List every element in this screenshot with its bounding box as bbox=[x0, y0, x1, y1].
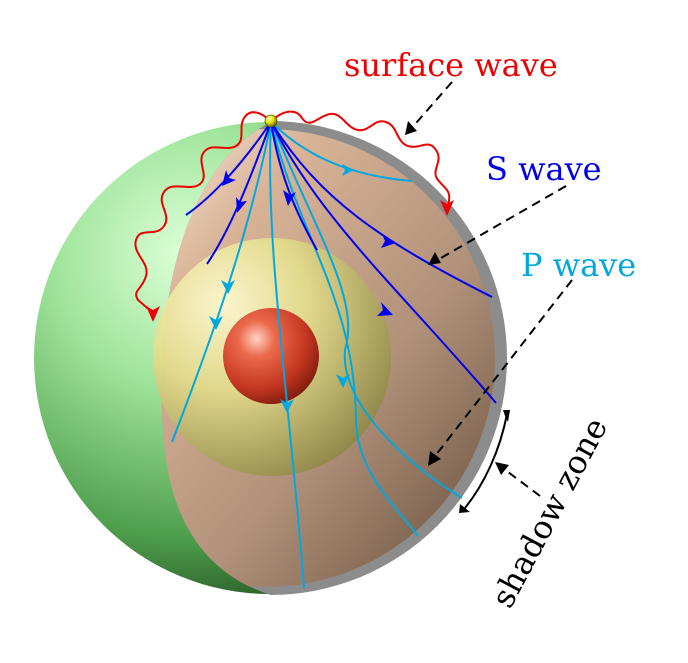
p-wave-ray bbox=[269, 121, 305, 589]
surface-wave-arrowhead-right bbox=[440, 200, 454, 216]
epicenter-marker bbox=[264, 114, 278, 128]
s-wave-arrowhead bbox=[377, 302, 393, 316]
s-wave-arrowhead bbox=[236, 197, 247, 213]
p-wave-arrowhead bbox=[280, 399, 294, 413]
p-wave-rays bbox=[171, 121, 463, 589]
s-wave-arrowhead bbox=[381, 234, 396, 248]
shadow-zone-label: shadow zone bbox=[484, 411, 616, 613]
shadow-zone-arc bbox=[464, 413, 508, 509]
s-wave-ray bbox=[185, 121, 272, 216]
pointer-arrowheads bbox=[405, 121, 509, 475]
pointer-arrowhead bbox=[405, 121, 417, 135]
pointer-arrowhead bbox=[428, 451, 441, 466]
p-wave-label: P wave bbox=[521, 246, 636, 284]
s-wave-rays bbox=[185, 121, 497, 404]
p-wave-arrowhead bbox=[221, 280, 235, 294]
surface-wave-pointer bbox=[409, 81, 453, 131]
pointer-arrowhead bbox=[495, 462, 509, 475]
p-wave-ray bbox=[270, 121, 463, 499]
shadow-zone-arrow-top bbox=[503, 410, 510, 422]
p-wave-ray bbox=[171, 121, 272, 443]
s-wave-arrowheads bbox=[222, 170, 396, 316]
label-pointers bbox=[409, 81, 573, 497]
surface-wave-left bbox=[134, 111, 272, 313]
s-wave-arrowhead bbox=[283, 190, 296, 206]
surface-wave-right bbox=[270, 110, 451, 207]
p-wave-ray bbox=[270, 121, 413, 182]
surface-wave-paths bbox=[134, 110, 451, 313]
p-wave-arrowheads bbox=[209, 164, 354, 413]
inner-core bbox=[223, 308, 319, 404]
s-wave-ray bbox=[270, 121, 497, 404]
p-wave-arrowhead bbox=[336, 374, 350, 388]
pointer-arrowhead bbox=[428, 252, 441, 265]
shadow-zone-arrow-bottom bbox=[459, 504, 470, 513]
p-wave-ray bbox=[270, 121, 419, 537]
surface-wave-label: surface wave bbox=[344, 46, 558, 84]
s-wave-label: S wave bbox=[486, 150, 602, 188]
s-wave-arrowhead bbox=[222, 170, 236, 186]
p-wave-pointer bbox=[431, 279, 573, 461]
p-wave-arrowhead bbox=[342, 164, 354, 176]
s-wave-ray bbox=[270, 121, 493, 298]
p-wave-arrowhead bbox=[209, 316, 223, 330]
surface-wave-arrowhead-left bbox=[146, 306, 160, 322]
s-wave-pointer bbox=[433, 185, 567, 263]
shadow-zone-pointer bbox=[499, 465, 541, 497]
